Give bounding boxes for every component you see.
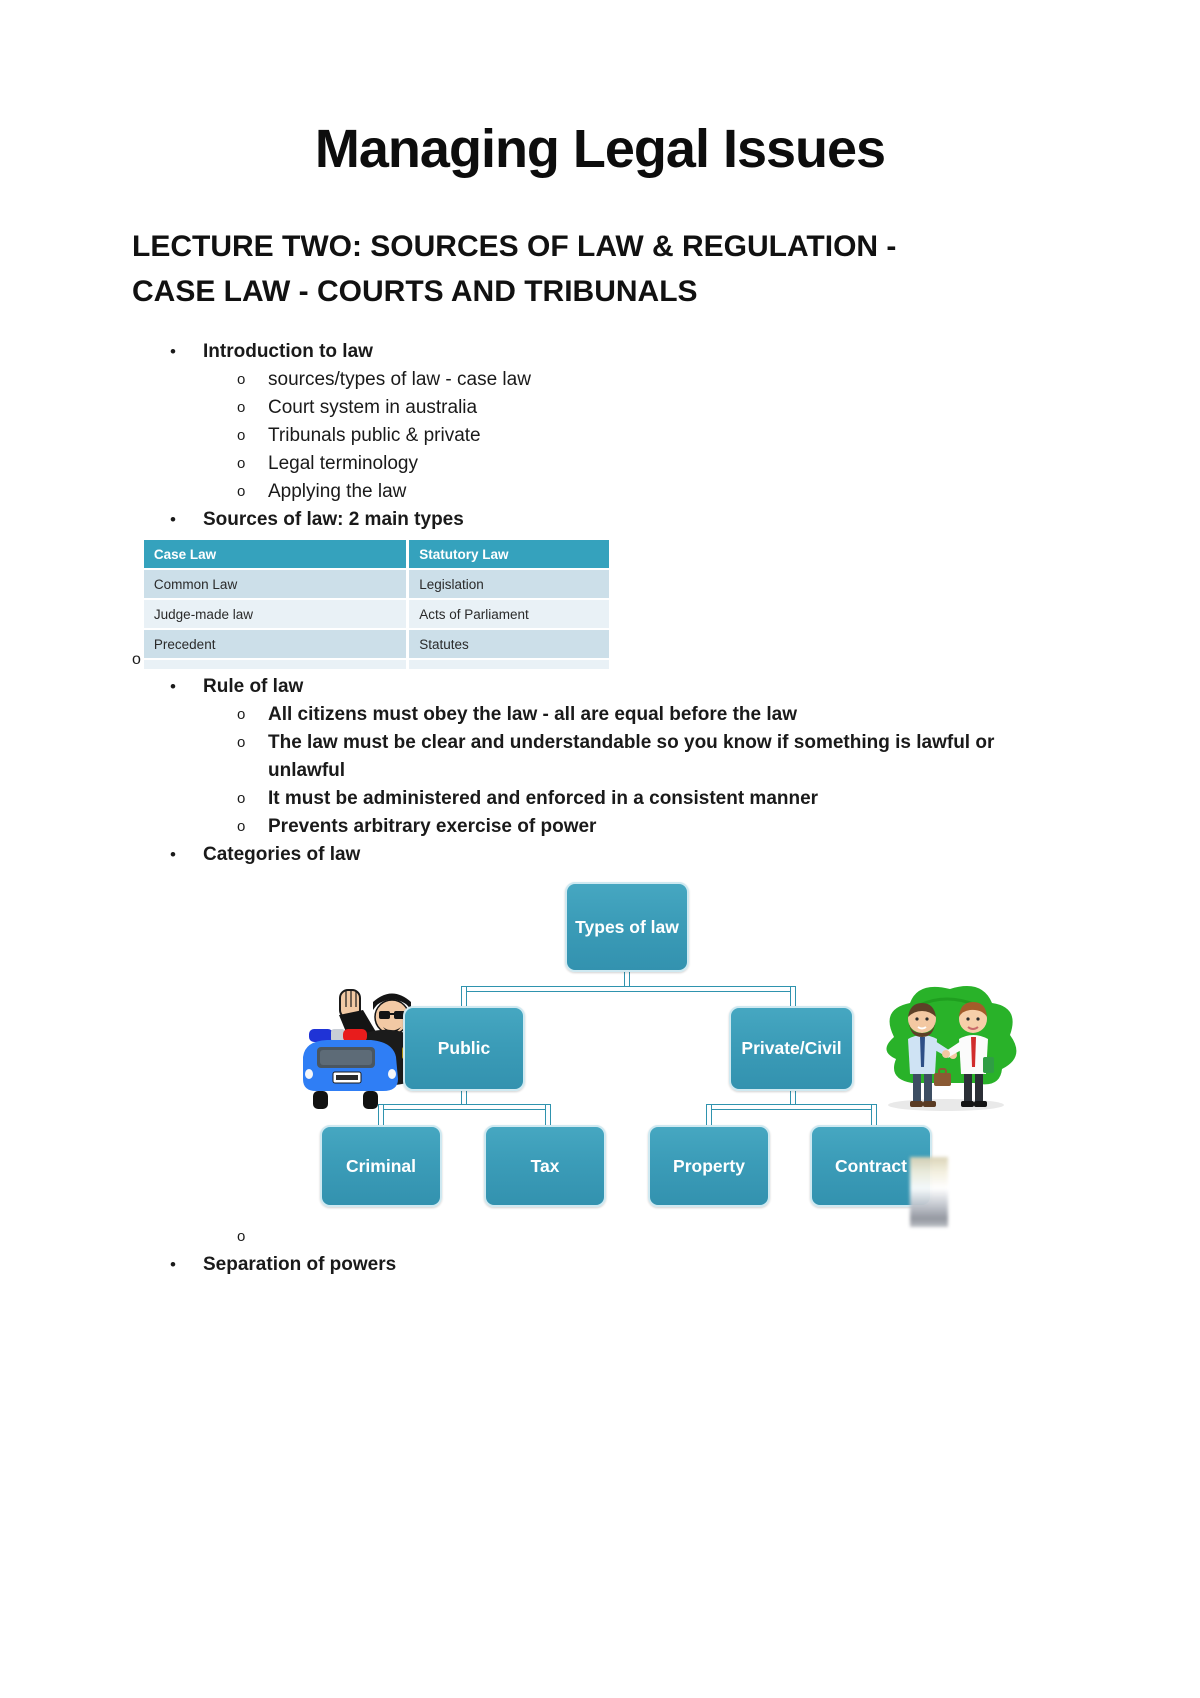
list-item-label: The law must be clear and understandable… bbox=[268, 732, 995, 781]
list-item: o Court system in australia bbox=[132, 394, 1068, 422]
list-item: o bbox=[132, 1223, 1068, 1251]
businessmen-meeting-icon bbox=[886, 986, 1017, 1111]
police-officer-icon bbox=[303, 989, 417, 1109]
bullet-marker: o bbox=[237, 483, 246, 500]
connector-line bbox=[461, 986, 467, 1008]
list-item-label: Court system in australia bbox=[268, 397, 478, 418]
bullet-marker: o bbox=[237, 790, 246, 807]
list-item-label: All citizens must obey the law - all are… bbox=[268, 704, 797, 725]
list-item: o All citizens must obey the law - all a… bbox=[132, 701, 1068, 729]
connector-line bbox=[545, 1104, 551, 1127]
list-item-label: Separation of powers bbox=[203, 1254, 397, 1275]
list-item: • Rule of law bbox=[132, 673, 1068, 701]
bullet-marker: o bbox=[237, 455, 246, 472]
table-row bbox=[143, 660, 609, 669]
list-item: o Applying the law bbox=[132, 478, 1068, 506]
table-cell bbox=[143, 660, 407, 669]
list-item-label: Sources of law: 2 main types bbox=[203, 509, 464, 530]
list-item-label: Tribunals public & private bbox=[268, 425, 481, 446]
table-cell: Judge-made law bbox=[143, 600, 407, 628]
list-item-label: sources/types of law - case law bbox=[268, 369, 531, 390]
lecture-heading: LECTURE TWO: SOURCES OF LAW & REGULATION… bbox=[132, 230, 897, 308]
list-item-label: Introduction to law bbox=[203, 341, 373, 362]
bullet-marker: o bbox=[237, 734, 246, 751]
table-header-cell: Statutory Law bbox=[409, 540, 609, 568]
list-item-label: It must be administered and enforced in … bbox=[268, 788, 819, 809]
bullet-marker: o bbox=[237, 399, 246, 416]
bullet-marker: • bbox=[170, 510, 176, 529]
list-item: o Prevents arbitrary exercise of power bbox=[132, 813, 1068, 841]
table-row: Precedent Statutes bbox=[143, 630, 609, 658]
table-cell: Acts of Parliament bbox=[409, 600, 609, 628]
diagram-node-tax: Tax bbox=[484, 1125, 606, 1207]
bullet-marker: o bbox=[237, 706, 246, 723]
categories-of-law-diagram: Types of law Public Private/Civil Crimin… bbox=[132, 879, 1068, 1227]
bullet-marker: o bbox=[237, 1228, 246, 1245]
police-officer-clipart bbox=[295, 977, 437, 1135]
list-item: • Categories of law bbox=[132, 841, 1068, 869]
list-item: o It must be administered and enforced i… bbox=[132, 785, 1068, 813]
diagram-node-types-of-law: Types of law bbox=[565, 882, 689, 972]
table-row: Common Law Legislation bbox=[143, 570, 609, 598]
list-item: o Legal terminology bbox=[132, 450, 1068, 478]
table-cell: Common Law bbox=[143, 570, 407, 598]
bullet-marker: • bbox=[170, 677, 176, 696]
bullet-marker: • bbox=[170, 845, 176, 864]
diagram-node-criminal: Criminal bbox=[320, 1125, 442, 1207]
list-item: • Sources of law: 2 main types bbox=[132, 506, 1068, 534]
table-row: Judge-made law Acts of Parliament bbox=[143, 600, 609, 628]
list-item: o Tribunals public & private bbox=[132, 422, 1068, 450]
blurred-image-artifact bbox=[910, 1157, 948, 1227]
table-cell: Precedent bbox=[143, 630, 407, 658]
list-item: o The law must be clear and understandab… bbox=[132, 729, 1068, 785]
bullet-marker: o bbox=[132, 651, 141, 668]
businessmen-clipart bbox=[850, 975, 1042, 1117]
table-cell: Legislation bbox=[409, 570, 609, 598]
list-item-label: Applying the law bbox=[268, 481, 407, 502]
bullet-marker: o bbox=[237, 427, 246, 444]
sources-of-law-table: Case Law Statutory Law Common Law Legisl… bbox=[141, 538, 612, 671]
connector-line bbox=[790, 986, 796, 1008]
list-item: • Introduction to law bbox=[132, 338, 1068, 366]
notes-outline: • Introduction to law o sources/types of… bbox=[132, 338, 1068, 1279]
sources-table-block: o Case Law Statutory Law Common Law Legi… bbox=[132, 538, 1068, 671]
diagram-node-public: Public bbox=[403, 1006, 525, 1091]
diagram-node-private-civil: Private/Civil bbox=[729, 1006, 854, 1091]
list-item: • Separation of powers bbox=[132, 1251, 1068, 1279]
bullet-marker: • bbox=[170, 342, 176, 361]
connector-line bbox=[706, 1104, 712, 1127]
connector-line bbox=[461, 986, 796, 992]
bullet-marker: o bbox=[237, 818, 246, 835]
diagram-node-property: Property bbox=[648, 1125, 770, 1207]
table-header-row: Case Law Statutory Law bbox=[143, 540, 609, 568]
list-item-label: Rule of law bbox=[203, 676, 304, 697]
list-item-label: Categories of law bbox=[203, 844, 361, 865]
table-cell bbox=[409, 660, 609, 669]
list-item-label: Prevents arbitrary exercise of power bbox=[268, 816, 597, 837]
list-item: o sources/types of law - case law bbox=[132, 366, 1068, 394]
list-item-label: Legal terminology bbox=[268, 453, 418, 474]
page-title: Managing Legal Issues bbox=[314, 119, 886, 179]
bullet-marker: • bbox=[170, 1255, 176, 1274]
bullet-marker: o bbox=[237, 371, 246, 388]
table-cell: Statutes bbox=[409, 630, 609, 658]
table-header-cell: Case Law bbox=[143, 540, 407, 568]
